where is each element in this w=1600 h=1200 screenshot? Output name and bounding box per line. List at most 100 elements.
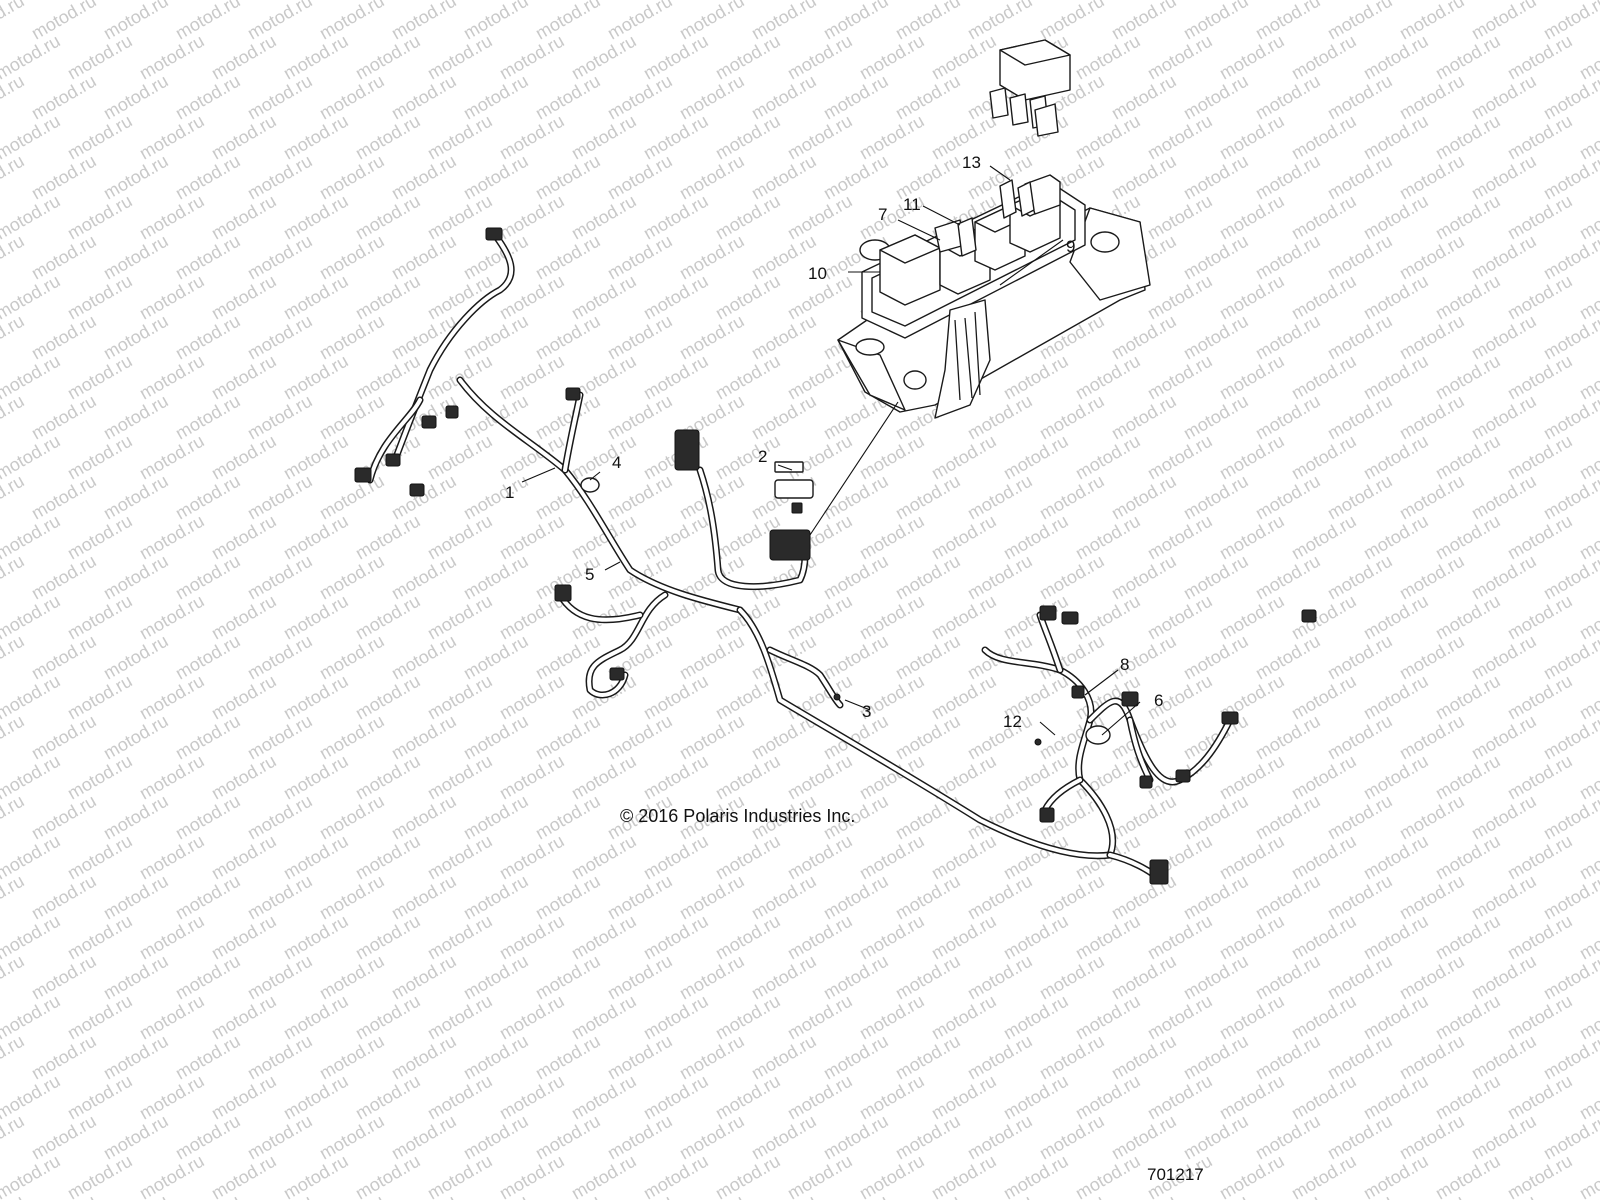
watermark-text: motod.ru — [1000, 911, 1072, 964]
watermark-text: motod.ru — [1072, 111, 1144, 164]
watermark-text: motod.ru — [820, 1031, 892, 1084]
watermark-text: motod.ru — [28, 471, 100, 524]
watermark-text: motod.ru — [1432, 751, 1504, 804]
watermark-text: motod.ru — [1396, 1111, 1468, 1164]
watermark-text: motod.ru — [1216, 351, 1288, 404]
watermark-text: motod.ru — [208, 751, 280, 804]
watermark-text: motod.ru — [1144, 271, 1216, 324]
watermark-text: motod.ru — [208, 271, 280, 324]
watermark-text: motod.ru — [892, 1191, 964, 1200]
watermark-text: motod.ru — [856, 1071, 928, 1124]
watermark-text: motod.ru — [460, 791, 532, 844]
watermark-text: motod.ru — [820, 551, 892, 604]
watermark-text: motod.ru — [748, 0, 820, 43]
watermark-text: motod.ru — [640, 111, 712, 164]
watermark-text: motod.ru — [172, 1111, 244, 1164]
watermark-text: motod.ru — [424, 671, 496, 724]
watermark-text: motod.ru — [28, 151, 100, 204]
watermark-text: motod.ru — [1324, 391, 1396, 444]
watermark-text: motod.ru — [1432, 271, 1504, 324]
watermark-text: motod.ru — [1504, 911, 1576, 964]
watermark-text: motod.ru — [460, 1031, 532, 1084]
watermark-text: motod.ru — [1324, 711, 1396, 764]
watermark-text: motod.ru — [1036, 1191, 1108, 1200]
watermark-text: motod.ru — [1468, 791, 1540, 844]
watermark-text: motod.ru — [352, 1071, 424, 1124]
watermark-text: motod.ru — [892, 1031, 964, 1084]
watermark-text: motod.ru — [136, 351, 208, 404]
watermark-text: motod.ru — [28, 1111, 100, 1164]
watermark-text: motod.ru — [568, 271, 640, 324]
watermark-text: motod.ru — [604, 471, 676, 524]
watermark-text: motod.ru — [1504, 511, 1576, 564]
watermark-text: motod.ru — [208, 191, 280, 244]
watermark-text: motod.ru — [676, 951, 748, 1004]
watermark-text: motod.ru — [964, 711, 1036, 764]
callout-11: 11 — [903, 195, 921, 214]
watermark-text: motod.ru — [280, 31, 352, 84]
watermark-text: motod.ru — [172, 151, 244, 204]
watermark-text: motod.ru — [1396, 791, 1468, 844]
watermark-text: motod.ru — [1504, 191, 1576, 244]
watermark-text: motod.ru — [64, 271, 136, 324]
watermark-text: motod.ru — [388, 711, 460, 764]
watermark-text: motod.ru — [1504, 1071, 1576, 1124]
watermark-text: motod.ru — [1288, 911, 1360, 964]
watermark-text: motod.ru — [1540, 391, 1600, 444]
watermark-text: motod.ru — [604, 0, 676, 43]
watermark-text: motod.ru — [1468, 951, 1540, 1004]
watermark-text: motod.ru — [244, 1031, 316, 1084]
watermark-text: motod.ru — [280, 591, 352, 644]
watermark-text: motod.ru — [496, 111, 568, 164]
watermark-text: motod.ru — [712, 1151, 784, 1200]
watermark-text: motod.ru — [64, 191, 136, 244]
watermark-text: motod.ru — [568, 911, 640, 964]
watermark-text: motod.ru — [0, 71, 28, 124]
watermark-text: motod.ru — [136, 271, 208, 324]
watermark-text: motod.ru — [604, 71, 676, 124]
watermark-text: motod.ru — [820, 151, 892, 204]
watermark-text: motod.ru — [424, 751, 496, 804]
watermark-text: motod.ru — [928, 1151, 1000, 1200]
watermark-text: motod.ru — [892, 791, 964, 844]
watermark-text: motod.ru — [748, 391, 820, 444]
watermark-text: motod.ru — [136, 1151, 208, 1200]
watermark-text: motod.ru — [172, 551, 244, 604]
watermark-text: motod.ru — [0, 1151, 64, 1200]
watermark-text: motod.ru — [496, 191, 568, 244]
watermark-text: motod.ru — [316, 1191, 388, 1200]
watermark-text: motod.ru — [136, 511, 208, 564]
watermark-text: motod.ru — [424, 191, 496, 244]
watermark-text: motod.ru — [1252, 1191, 1324, 1200]
watermark-text: motod.ru — [964, 1191, 1036, 1200]
main-harness — [366, 231, 1234, 884]
watermark-text: motod.ru — [1072, 351, 1144, 404]
watermark-text: motod.ru — [1216, 591, 1288, 644]
watermark-text: motod.ru — [748, 1031, 820, 1084]
watermark-text: motod.ru — [460, 311, 532, 364]
watermark-text: motod.ru — [1180, 551, 1252, 604]
watermark-text: motod.ru — [460, 631, 532, 684]
watermark-text: motod.ru — [964, 871, 1036, 924]
watermark-text: motod.ru — [28, 551, 100, 604]
watermark-text: motod.ru — [1432, 991, 1504, 1044]
watermark-text: motod.ru — [316, 1031, 388, 1084]
watermark-text: motod.ru — [136, 431, 208, 484]
watermark-text: motod.ru — [1432, 31, 1504, 84]
watermark-text: motod.ru — [280, 751, 352, 804]
watermark-text: motod.ru — [208, 431, 280, 484]
watermark-text: motod.ru — [100, 311, 172, 364]
watermark-text: motod.ru — [316, 951, 388, 1004]
watermark-text: motod.ru — [136, 111, 208, 164]
watermark-text: motod.ru — [676, 151, 748, 204]
watermark-text: motod.ru — [280, 351, 352, 404]
watermark-text: motod.ru — [892, 71, 964, 124]
watermark-text: motod.ru — [0, 791, 28, 844]
watermark-text: motod.ru — [352, 831, 424, 884]
watermark-text: motod.ru — [172, 391, 244, 444]
watermark-text: motod.ru — [100, 0, 172, 43]
watermark-text: motod.ru — [1432, 831, 1504, 884]
watermark-text: motod.ru — [856, 991, 928, 1044]
